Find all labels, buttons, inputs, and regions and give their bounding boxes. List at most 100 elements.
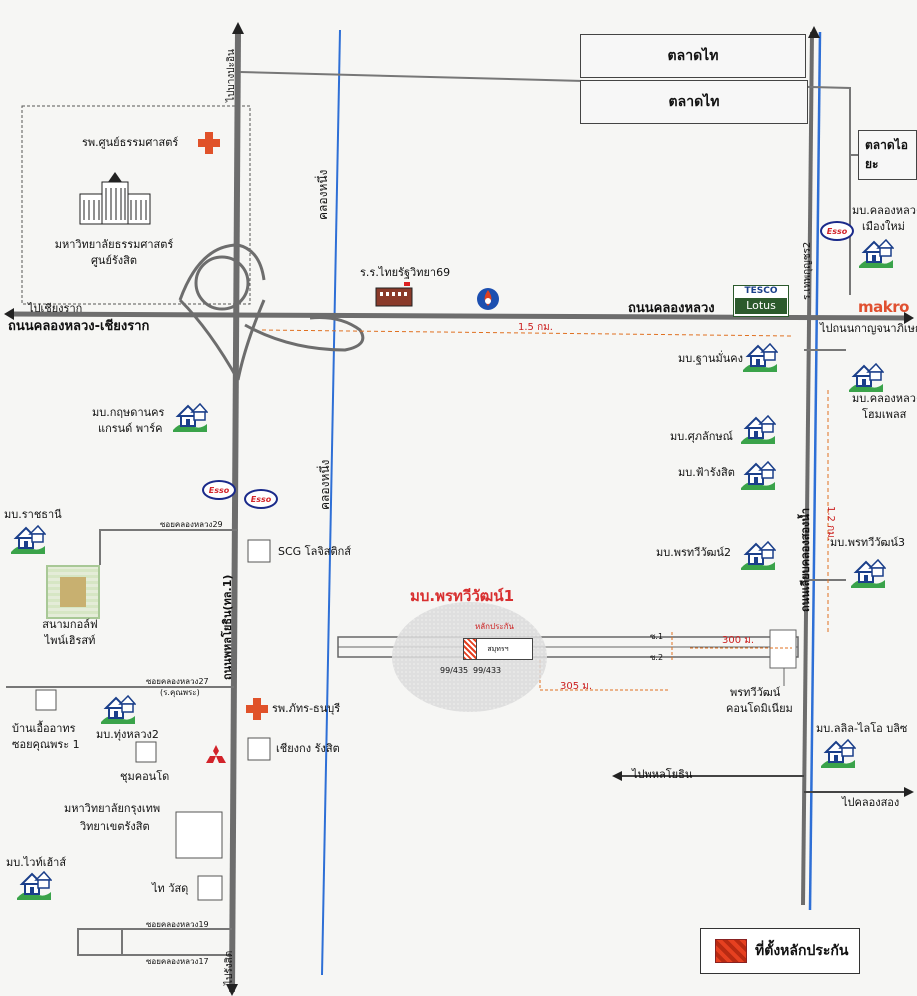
label-baan-ua-2: ซอยคุณพระ 1 xyxy=(12,738,80,751)
label-to-bang-pa-in: ไปบางปะอิน xyxy=(226,49,237,102)
box-thai-watsadu xyxy=(197,875,223,901)
label-to-chiang-rak: ไปเชียงราก xyxy=(28,302,83,315)
golf-course-icon xyxy=(46,565,100,619)
market-talad-thai-2: ตลาดไท xyxy=(580,80,808,124)
label-kl-home-1: มบ.คลองหลวง xyxy=(852,392,917,405)
village-house-icon xyxy=(10,522,47,554)
label-rachathani: มบ.ราชธานี xyxy=(4,508,62,521)
label-fa-rangsit: มบ.ฟ้ารังสิต xyxy=(678,466,735,479)
label-kl-mueang-mai-2: เมืองใหม่ xyxy=(862,220,905,233)
label-khlong-nueng-1: คลองหนึ่ง xyxy=(316,169,330,220)
road-liab-khlong-song xyxy=(801,31,814,906)
label-to-rangsit: ไปรังสิต xyxy=(224,950,235,985)
label-kritsada-2: แกรนด์ พาร์ค xyxy=(98,422,163,435)
label-phrueksa-2: มบ.พรทวีวัฒน์2 xyxy=(656,546,731,559)
soi-no1: ซ.1 xyxy=(650,632,664,641)
box-bu xyxy=(175,811,223,859)
box-chum-condo xyxy=(135,741,157,763)
canal-khlong-nueng xyxy=(321,29,341,976)
village-house-icon xyxy=(740,412,777,444)
label-golf-2: ไพน์เฮิรสท์ xyxy=(44,634,96,647)
label-school: ร.ร.ไทยรัฐวิทยา69 xyxy=(360,266,451,279)
distance-1: 1.5 กม. xyxy=(518,322,553,333)
village-house-icon xyxy=(740,538,777,570)
arrow-to-rangsit xyxy=(226,984,238,996)
label-soi-19: ซอยคลองหลวง19 xyxy=(146,920,209,929)
arrow-to-phahonyothin xyxy=(612,771,622,781)
interchange-east-loop xyxy=(244,316,365,352)
label-condo-1: พรทวีวัฒน์ xyxy=(730,686,781,699)
label-baan-ua-1: บ้านเอื้ออาทร xyxy=(12,722,76,735)
label-chum-condo: ชุมคอนโด xyxy=(120,770,170,783)
market-talad-thai-1: ตลาดไท xyxy=(580,34,806,78)
mitsubishi-icon xyxy=(206,745,226,763)
label-kl-mueang-mai-1: มบ.คลองหลวง xyxy=(852,204,917,217)
label-phrueksa-3: มบ.พรทวีวัฒน์3 xyxy=(830,536,905,549)
label-univ-1: มหาวิทยาลัยธรรมศาสตร์ xyxy=(54,238,174,251)
lotus-text: Lotus xyxy=(735,298,787,314)
arrow-to-kanchanaphisek xyxy=(904,312,914,324)
label-liab-khlong-song: ถนนเลียบคลองสองน้ำ xyxy=(799,507,812,612)
lot-2: 99/433 xyxy=(473,666,502,675)
village-house-icon xyxy=(820,736,857,768)
label-suphalak: มบ.ศุภลักษณ์ xyxy=(670,430,733,443)
label-hospital-thammasat: รพ.ศูนย์ธรรมศาสตร์ xyxy=(82,136,179,149)
label-soi-27: ซอยคลองหลวง27 xyxy=(146,677,209,686)
plot-label: สมุทรฯ xyxy=(487,644,509,653)
esso-icon: Esso xyxy=(244,489,278,509)
label-klong-luang-chiang-rak: ถนนคลองหลวง-เชียงราก xyxy=(8,319,150,334)
gas-station-icon xyxy=(477,288,499,310)
label-scg: SCG โลจิสติกส์ xyxy=(278,545,352,558)
village-house-icon xyxy=(172,400,209,432)
label-white-house: มบ.ไวท์เฮ้าส์ xyxy=(6,856,67,869)
arrow-to-chiang-rak xyxy=(4,308,14,320)
hospital-icon xyxy=(196,130,222,156)
label-to-khlong-song: ไปคลองสอง xyxy=(842,796,900,809)
road-phahonyothin xyxy=(229,29,241,993)
esso-icon: Esso xyxy=(202,480,236,500)
village-house-icon xyxy=(848,360,885,392)
village-house-icon xyxy=(16,868,53,900)
road-klong-luang xyxy=(9,311,911,321)
arrow-top-right xyxy=(808,26,820,38)
soi-29-line xyxy=(99,529,238,565)
village-house-icon xyxy=(100,692,137,724)
university-boundary xyxy=(21,105,251,305)
interchange-loop xyxy=(194,255,250,311)
label-phahonyothin: ถนนพหลโยธิน(ทล.1) xyxy=(221,574,234,680)
map-legend: ที่ตั้งหลักประกัน xyxy=(700,928,860,974)
village-house-icon xyxy=(850,556,887,588)
university-building-icon xyxy=(79,172,151,225)
soi-no2: ซ.2 xyxy=(650,653,664,662)
label-bu-2: วิทยาเขตรังสิต xyxy=(80,820,150,833)
label-klong-luang: ถนนคลองหลวง xyxy=(628,301,715,316)
label-soi-29: ซอยคลองหลวง29 xyxy=(160,520,223,529)
label-condo-2: คอนโดมิเนียม xyxy=(726,702,793,715)
collateral-plot[interactable]: สมุทรฯ xyxy=(463,638,533,660)
interchange-ramps xyxy=(178,243,266,381)
condo-building xyxy=(769,629,797,669)
tesco-text: TESCO xyxy=(744,286,778,296)
tesco-lotus-logo: TESCO Lotus xyxy=(733,285,789,317)
collateral-label: หลักประกัน xyxy=(475,622,515,631)
label-than-mankhong: มบ.ฐานมั่นคง xyxy=(678,352,743,365)
distance-4: 305 ม. xyxy=(560,681,593,692)
label-kritsada-1: มบ.กฤษดานคร xyxy=(92,406,165,419)
distance-line-1 xyxy=(261,329,793,337)
arrow-to-bang-pa-in xyxy=(232,22,244,34)
label-lalil: มบ.ลลิล-ไลโอ บลิซ xyxy=(816,722,908,735)
arrow-to-khlong-song xyxy=(904,787,914,797)
village-house-icon xyxy=(858,236,895,268)
market-talad-aiyara: ตลาดไอยะ xyxy=(858,130,917,180)
village-house-icon xyxy=(740,458,777,490)
box-scg xyxy=(247,539,271,563)
box-baan-ua xyxy=(35,689,57,711)
distance-3: 300 ม. xyxy=(722,635,755,646)
project-title: มบ.พรทวีวัฒน์1 xyxy=(410,587,515,605)
label-kl-home-2: โฮมเพลส xyxy=(862,408,907,421)
label-hospital-pathra: รพ.ภัทร-ธนบุรี xyxy=(272,702,341,715)
box-chiangkong xyxy=(247,737,271,761)
esso-icon: Esso xyxy=(820,221,854,241)
makro-logo: makro xyxy=(858,298,909,316)
